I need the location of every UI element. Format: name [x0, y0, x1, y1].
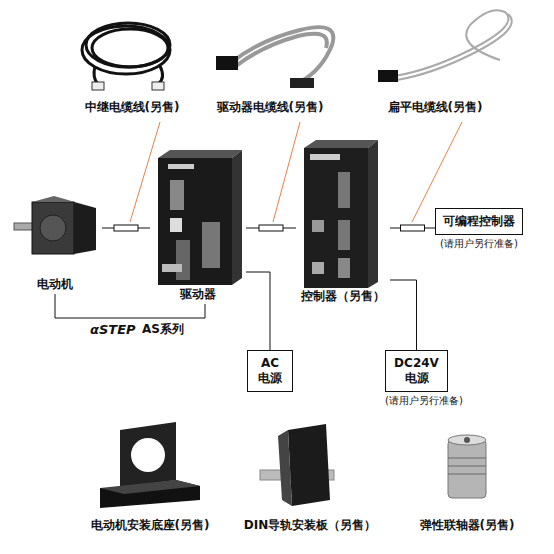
- power-box: 可编程控制器 (请用户另行准备): [435, 208, 523, 250]
- connector: [290, 78, 314, 88]
- cable-connector: [390, 225, 435, 231]
- box-label: 可编程控制器: [443, 214, 515, 229]
- device-node: 驱动器: [150, 148, 246, 302]
- part-label: 弹性联轴器(另售): [420, 518, 515, 532]
- device-node: 控制器（另售）: [296, 138, 390, 304]
- part-label: 扁平电缆线(另售): [388, 100, 483, 114]
- connector: [152, 82, 164, 90]
- relay-cable: [82, 23, 170, 84]
- cable-connector: [102, 225, 150, 231]
- part-label: AS系列: [142, 322, 184, 336]
- part-label: 驱动器电缆线(另售): [217, 100, 324, 114]
- part-label: 电动机安装底座(另售): [91, 518, 210, 532]
- leader-line: [130, 122, 462, 222]
- device-label: 控制器（另售）: [301, 289, 385, 304]
- cable-connector: [246, 225, 296, 231]
- box-label: AC 电源: [255, 356, 285, 386]
- cable-connector: [246, 272, 270, 350]
- device-node: 电动机: [8, 190, 102, 292]
- driver-cable: [232, 27, 333, 82]
- controller-picture: [304, 140, 378, 288]
- coupling-picture: [448, 435, 486, 498]
- connector: [92, 82, 104, 90]
- driver-picture: [158, 150, 242, 285]
- part-label: αSTEP: [90, 322, 136, 338]
- power-box: DC24V 电源 (请用户另行准备): [385, 350, 463, 407]
- box-outline: DC24V 电源: [385, 350, 448, 392]
- connector: [378, 70, 398, 82]
- box-outline: AC 电源: [247, 350, 293, 392]
- motor-picture: [14, 196, 96, 254]
- device-label: 驱动器: [180, 287, 216, 302]
- flat-cable: [395, 10, 512, 80]
- note-text: (请用户另行准备): [385, 395, 463, 407]
- box-outline: 可编程控制器: [435, 208, 523, 235]
- note-text: (请用户另行准备): [440, 238, 518, 250]
- motor-base-picture: [100, 422, 200, 508]
- din-plate-picture: [260, 424, 334, 506]
- device-label: 电动机: [37, 277, 73, 292]
- box-label: DC24V 电源: [393, 356, 440, 386]
- part-label: DIN导轨安装板（另售）: [244, 518, 376, 532]
- connector: [216, 56, 238, 70]
- cable-connector: [390, 280, 417, 350]
- part-label: 中继电缆线(另售): [85, 100, 180, 114]
- power-box: AC 电源: [247, 350, 293, 392]
